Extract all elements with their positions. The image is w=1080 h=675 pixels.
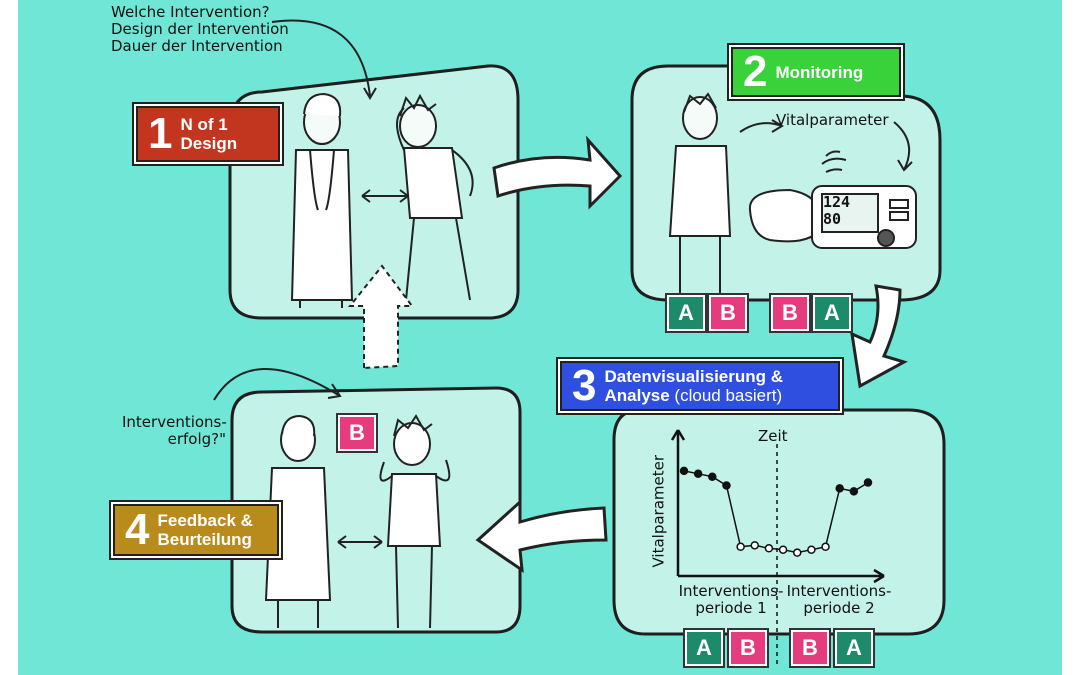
arrow-vital-to-device (893, 121, 913, 172)
tile-analysis-3: B (791, 630, 829, 666)
data-point-1 (679, 466, 689, 476)
data-point-3 (708, 472, 717, 481)
tile-monitoring-3: B (771, 295, 809, 331)
step-3-title: Datenvisualisierung & Analyse (cloud bas… (604, 367, 783, 405)
exchange-arrow-4 (337, 535, 383, 549)
data-point-13 (849, 487, 859, 496)
step-3-subtitle: (cloud basiert) (674, 386, 783, 405)
step-4-title: Feedback & Beurteilung (157, 511, 252, 549)
period-2-label: Interventions- periode 2 (784, 583, 894, 617)
vibration-marks (821, 150, 847, 173)
data-point-5 (736, 542, 745, 552)
arrow-to-vital (739, 119, 784, 133)
vital-parameter-note: Vitalparameter (776, 111, 889, 129)
flow-arrow-4-to-1 (347, 264, 414, 370)
step-3-title-line-2: Analyse (604, 386, 670, 405)
patient-figure-headache (396, 93, 474, 301)
flow-arrow-1-to-2 (492, 135, 623, 210)
step-3-label: 3 Datenvisualisierung & Analyse (cloud b… (560, 361, 840, 411)
y-axis (670, 429, 686, 576)
step-3-title-line-1: Datenvisualisierung & (604, 367, 784, 386)
data-point-8 (778, 545, 788, 554)
success-question: Interventions- erfolg?" (122, 413, 227, 448)
question-which-intervention: Welche Intervention? (111, 3, 270, 21)
period-1-label-line-1: Interventions- (678, 582, 784, 600)
data-point-11 (821, 542, 830, 552)
step-1-title: N of 1 Design (180, 115, 237, 153)
step-4-title-line-2: Beurteilung (157, 530, 252, 549)
step-1-number: 1 (148, 109, 173, 158)
tile-monitoring-1: A (667, 295, 705, 331)
step-3-number: 3 (572, 361, 597, 410)
data-point-10 (807, 545, 816, 554)
period-2-label-line-1: Interventions- (786, 582, 892, 600)
step-2-label: 2 Monitoring (731, 47, 901, 97)
success-question-line-1: Interventions- (122, 413, 227, 431)
tile-analysis-4: A (835, 630, 873, 666)
note-arrow-1 (271, 19, 377, 100)
chart-y-label: Vitalparameter (649, 454, 668, 568)
period-1-label-line-2: periode 1 (695, 599, 767, 617)
flow-arrow-3-to-4 (475, 498, 608, 574)
data-point-14 (863, 478, 873, 487)
doctor-figure (290, 92, 354, 308)
step-1-title-line-1: N of 1 (180, 115, 228, 134)
step-2-title: Monitoring (775, 62, 864, 82)
blood-pressure-monitor (748, 185, 917, 249)
success-question-line-2: erfolg?" (167, 430, 226, 448)
data-point-4 (722, 481, 731, 490)
tile-analysis-2: B (729, 630, 767, 666)
vital-chart (670, 429, 885, 668)
tile-feedback: B (338, 415, 376, 451)
data-point-9 (792, 548, 802, 557)
panel-analysis (612, 408, 946, 636)
tile-monitoring-2: B (709, 295, 747, 331)
flow-arrow-2-to-3 (850, 284, 908, 389)
device-diastolic: 80 (823, 210, 842, 228)
period-2-label-line-2: periode 2 (803, 599, 875, 617)
happy-patient-figure (379, 414, 451, 629)
question-design: Design der Intervention (111, 20, 289, 38)
doctor-figure-feedback (264, 414, 332, 628)
device-systolic: 124 (823, 193, 851, 211)
step-1-title-line-2: Design (180, 134, 238, 153)
tile-monitoring-4: A (813, 295, 851, 331)
intervention-questions: Welche Intervention? Design der Interven… (111, 4, 289, 55)
note-arrow-4 (213, 368, 342, 401)
step-2-number: 2 (743, 47, 768, 96)
x-axis (678, 568, 885, 584)
data-point-12 (835, 484, 844, 493)
data-point-7 (764, 544, 774, 553)
step-4-title-line-1: Feedback & (157, 511, 253, 530)
data-point-6 (750, 541, 760, 550)
device-display: 124 80 (823, 194, 850, 228)
step-4-number: 4 (125, 505, 150, 554)
step-1-label: 1 N of 1 Design (136, 106, 280, 162)
patient-figure-standing (668, 92, 732, 294)
step-4-label: 4 Feedback & Beurteilung (113, 504, 279, 556)
tile-analysis-1: A (685, 630, 723, 666)
question-duration: Dauer der Intervention (111, 37, 283, 55)
exchange-arrow-1 (361, 189, 409, 203)
chart-x-label: Zeit (758, 427, 788, 445)
data-point-2 (693, 469, 703, 479)
period-1-label: Interventions- periode 1 (676, 583, 786, 617)
